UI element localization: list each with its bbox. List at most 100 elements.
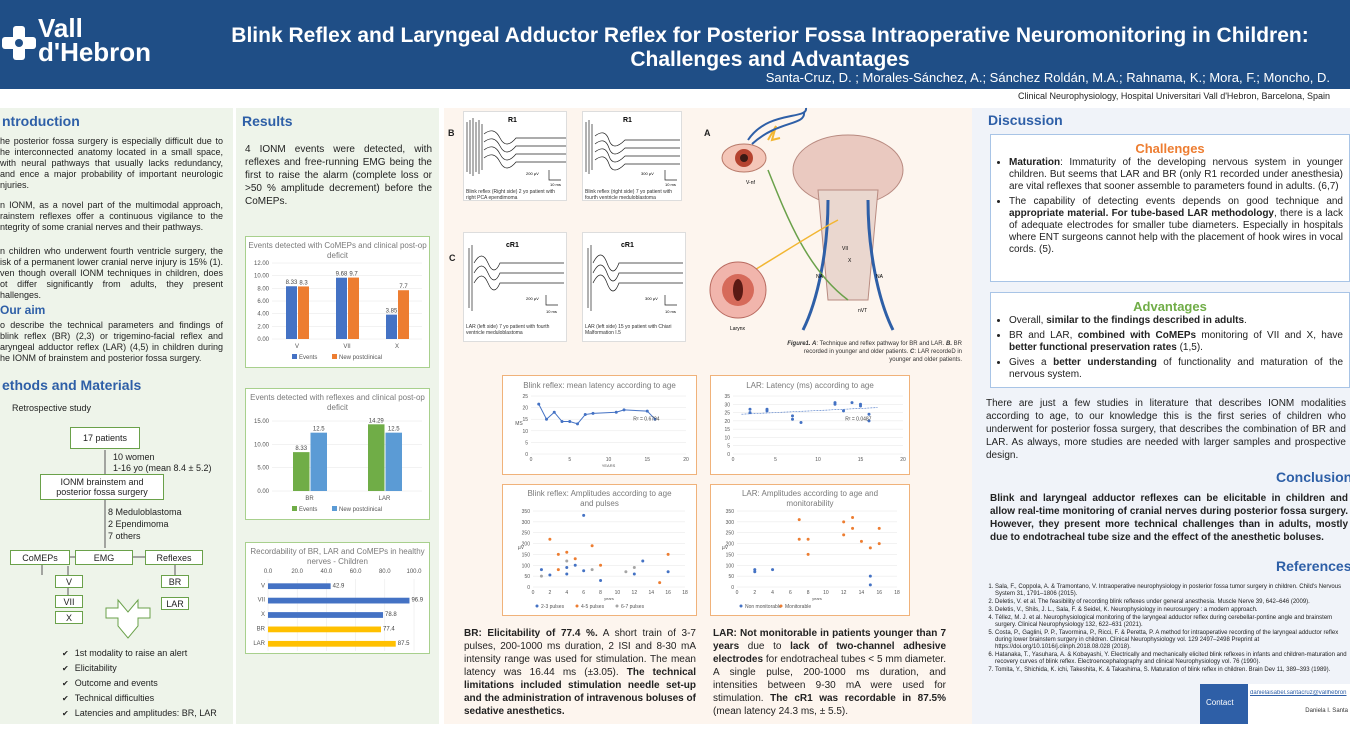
- r2-annotation: R² = 0.0487: [845, 416, 871, 422]
- text-part: Gives a: [1009, 357, 1054, 368]
- title-line1: Blink Reflex and Laryngeal Adductor Refl…: [231, 24, 1309, 47]
- br-box: BR: [161, 575, 189, 588]
- data-point: [645, 409, 649, 413]
- x-tick-label: 20: [900, 457, 906, 463]
- legend-swatch: [332, 354, 337, 359]
- br-text-part: A short train of 3-7 pulses, 200-1000 ms…: [464, 628, 696, 678]
- data-point: [582, 513, 586, 517]
- y-tick-label: BR: [257, 627, 266, 633]
- x-tick-label: 15: [858, 457, 864, 463]
- poster-header: Vall d'Hebron Blink Reflex and Laryngeal…: [0, 0, 1350, 89]
- reference-item: Sala, F., Coppola, A. & Tramontano, V. I…: [995, 584, 1348, 598]
- text-part: BR and LAR,: [1009, 330, 1078, 341]
- y-tick-label: 8.00: [257, 286, 269, 292]
- title-line2: Challenges and Advantages: [630, 48, 910, 71]
- scale-ms: 10 ms: [665, 309, 676, 314]
- cr1-label: cR1: [506, 242, 519, 249]
- x-tick-label: BR: [305, 496, 314, 502]
- demo-age: 1-16 yo (mean 8.4 ± 5.2): [113, 463, 212, 473]
- data-point: [641, 559, 645, 563]
- scale-label: 200 µV: [526, 171, 539, 176]
- chart-title: LAR: Amplitudes according to age and mon…: [741, 489, 879, 508]
- contact-email[interactable]: danielaisabel.santacruz@vallhebron: [1250, 690, 1347, 696]
- y-tick-label: LAR: [253, 641, 265, 647]
- chart-title: Recordability of BR, LAR and CoMEPs in h…: [250, 547, 425, 566]
- data-point: [545, 417, 548, 421]
- cap-part: B.: [945, 341, 952, 347]
- intro-p1: he posterior fossa surgery is especially…: [0, 136, 223, 190]
- text-part: , there is a lack of adequate electrodes…: [1009, 208, 1343, 255]
- data-point: [851, 526, 855, 530]
- br-results-text: BR: Elicitability of 77.4 %. A short tra…: [464, 627, 696, 718]
- x-tick-label: 0.0: [264, 569, 273, 575]
- data-point: [539, 568, 543, 572]
- x-box: X: [55, 611, 83, 624]
- conclusion-text: Blink and laryngeal adductor reflexes ca…: [990, 493, 1348, 543]
- y-tick-label: 0: [727, 452, 730, 458]
- y-tick-label: 0.00: [257, 337, 269, 343]
- dx-ependimoma: 2 Ependimoma: [108, 519, 169, 529]
- vall-dhebron-logo: Vall d'Hebron: [0, 12, 170, 72]
- legend-swatch: [332, 506, 337, 511]
- lar-text-part: (mean latency 24.3 ms, ± 5.5).: [713, 706, 848, 717]
- chart-reflexes-svg: 0.005.0010.0015.00BR8.3312.5LAR14.2912.5…: [254, 418, 422, 513]
- legend-label: Non monitorable: [745, 604, 782, 610]
- challenges-heading: Challenges: [1135, 141, 1205, 156]
- vii-box: VII: [55, 595, 83, 608]
- waveform-lar-older: cR1 300 µV 10 ms LAR (left side) 15 yo p…: [582, 232, 686, 342]
- data-point: [753, 568, 757, 572]
- waveform-plot: cR1 300 µV 10 ms: [587, 242, 683, 314]
- legend-swatch: [575, 604, 579, 608]
- y-axis-label: µV: [722, 545, 729, 551]
- x-tick-label: 8: [599, 590, 602, 596]
- waveform-plot: R1 300 µV 10 ms: [585, 117, 680, 187]
- data-point: [576, 422, 579, 426]
- x-tick-label: 12: [841, 590, 847, 596]
- data-point: [859, 404, 862, 408]
- x-tick-label: 12: [632, 590, 638, 596]
- y-tick-label: 6.00: [257, 299, 269, 305]
- data-point: [560, 420, 564, 424]
- data-point: [666, 570, 670, 574]
- ionm-line2: posterior fossa surgery: [56, 487, 148, 497]
- y-tick-label: 15: [724, 427, 730, 433]
- y-tick-label: 350: [522, 509, 531, 515]
- aim-heading: Our aim: [0, 303, 46, 317]
- text-part: : Immaturity of the developing nervous s…: [1009, 157, 1343, 192]
- x-tick-label: 8: [807, 590, 810, 596]
- y-tick-label: 200: [726, 542, 735, 548]
- series-line: [538, 403, 656, 425]
- scale-label: 200 µV: [526, 296, 539, 301]
- lightning-icon: [767, 125, 781, 142]
- data-point: [583, 413, 587, 417]
- legend-swatch: [615, 604, 619, 608]
- y-tick-label: 20: [522, 406, 528, 412]
- x-tick-label: 10: [823, 590, 829, 596]
- y-tick-label: 250: [522, 531, 531, 537]
- bar: [286, 286, 297, 339]
- x-tick-label: 2: [548, 590, 551, 596]
- bar: [368, 424, 385, 491]
- comeps-box: CoMEPs: [10, 550, 70, 565]
- discussion-heading: Discussion: [988, 112, 1063, 128]
- x-tick-label: V: [295, 344, 299, 350]
- reference-item: Hatanaka, T., Yasuhara, A. & Kobayashi, …: [995, 652, 1348, 666]
- data-label: 96.9: [411, 598, 423, 604]
- text-part: Overall,: [1009, 315, 1047, 326]
- ionm-box: IONM brainstem and posterior fossa surge…: [40, 474, 164, 500]
- data-point: [666, 552, 670, 556]
- chart-title: Blink reflex: Amplitudes according to ag…: [527, 489, 672, 508]
- check-item: Outcome and events: [62, 676, 217, 691]
- x-axis-label: years: [812, 596, 822, 601]
- y-axis-label: µV: [518, 545, 525, 551]
- data-point: [850, 401, 854, 405]
- x-tick-label: 2: [753, 590, 756, 596]
- x-tick-label: 0: [532, 590, 535, 596]
- data-point: [765, 407, 769, 411]
- challenges-list: Maturation: Immaturity of the developing…: [997, 157, 1343, 259]
- y-axis-label: MS: [515, 421, 523, 427]
- legend-swatch: [739, 604, 743, 608]
- lar-results-text: LAR: Not monitorable in patients younger…: [713, 627, 946, 718]
- waveform-plot: R1 200 µV 10 ms: [466, 117, 566, 187]
